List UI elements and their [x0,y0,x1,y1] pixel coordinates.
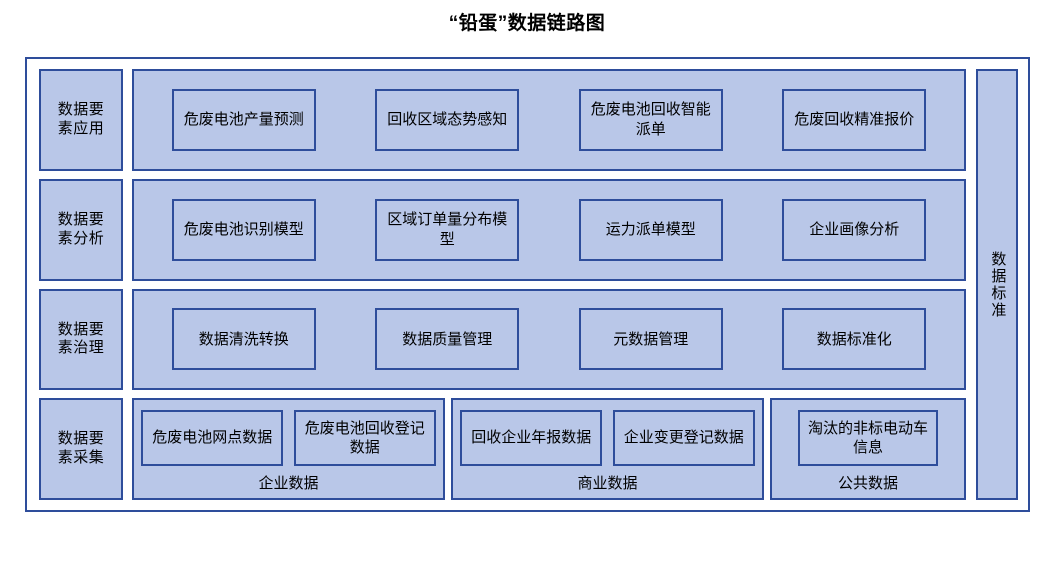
item-application-2[interactable]: 危废电池回收智能派单 [578,88,723,151]
layer-band-application: 危废电池产量预测 回收区域态势感知 危废电池回收智能派单 危废回收精准报价 [132,69,966,171]
item-governance-1[interactable]: 数据质量管理 [375,308,520,371]
layer-label-analysis[interactable]: 数据要素分析 [39,178,123,281]
item-analysis-3[interactable]: 企业画像分析 [782,198,927,261]
layer-label-application[interactable]: 数据要素应用 [39,69,123,171]
item-governance-3[interactable]: 数据标准化 [782,308,927,371]
layer-row-analysis: 数据要素分析 危废电池识别模型 区域订单量分布模型 运力派单模型 企业画像分析 [39,178,966,281]
collection-group-public-caption: 公共数据 [837,475,898,492]
item-application-0[interactable]: 危废电池产量预测 [171,88,316,151]
item-collection-commercial-0[interactable]: 回收企业年报数据 [460,410,603,467]
item-application-1[interactable]: 回收区域态势感知 [375,88,520,151]
item-collection-enterprise-1[interactable]: 危废电池回收登记数据 [293,410,436,467]
collection-group-commercial-caption: 商业数据 [577,475,638,492]
layers-column: 数据要素应用 危废电池产量预测 回收区域态势感知 危废电池回收智能派单 危废回收… [39,69,966,500]
standards-bar[interactable]: 数据标准 [976,69,1018,500]
layer-row-governance: 数据要素治理 数据清洗转换 数据质量管理 元数据管理 数据标准化 [39,288,966,391]
item-analysis-1[interactable]: 区域订单量分布模型 [375,198,520,261]
item-collection-commercial-1[interactable]: 企业变更登记数据 [612,410,755,467]
data-link-diagram: 数据要素应用 危废电池产量预测 回收区域态势感知 危废电池回收智能派单 危废回收… [25,57,1030,512]
collection-group-public-items: 淘汰的非标电动车信息 [778,406,958,470]
item-collection-enterprise-0[interactable]: 危废电池网点数据 [141,410,284,467]
item-analysis-2[interactable]: 运力派单模型 [578,198,723,261]
collection-group-enterprise-caption: 企业数据 [258,475,319,492]
layer-row-collection: 数据要素采集 危废电池网点数据 危废电池回收登记数据 企业数据 回收企业年报数据… [39,398,966,500]
collection-group-enterprise-items: 危废电池网点数据 危废电池回收登记数据 [140,406,437,470]
item-governance-2[interactable]: 元数据管理 [578,308,723,371]
item-application-3[interactable]: 危废回收精准报价 [782,88,927,151]
layer-label-analysis-text: 数据要素分析 [57,210,105,247]
collection-group-public: 淘汰的非标电动车信息 公共数据 [770,398,966,500]
layer-band-governance: 数据清洗转换 数据质量管理 元数据管理 数据标准化 [132,288,966,391]
layer-label-application-text: 数据要素应用 [57,101,105,137]
layer-label-collection[interactable]: 数据要素采集 [39,398,123,500]
layer-label-governance[interactable]: 数据要素治理 [39,288,123,391]
layer-band-analysis: 危废电池识别模型 区域订单量分布模型 运力派单模型 企业画像分析 [132,178,966,281]
standards-bar-label: 数据标准 [989,250,1007,319]
collection-group-commercial: 回收企业年报数据 企业变更登记数据 商业数据 [451,398,764,500]
item-governance-0[interactable]: 数据清洗转换 [171,308,316,371]
page-title: “铅蛋”数据链路图 [448,13,606,34]
collection-groups: 危废电池网点数据 危废电池回收登记数据 企业数据 回收企业年报数据 企业变更登记… [132,398,966,500]
collection-group-enterprise: 危废电池网点数据 危废电池回收登记数据 企业数据 [132,398,445,500]
layer-label-collection-text: 数据要素采集 [57,430,105,467]
collection-group-commercial-items: 回收企业年报数据 企业变更登记数据 [459,406,756,470]
layer-row-application: 数据要素应用 危废电池产量预测 回收区域态势感知 危废电池回收智能派单 危废回收… [39,69,966,171]
item-analysis-0[interactable]: 危废电池识别模型 [171,198,316,261]
item-collection-public-0[interactable]: 淘汰的非标电动车信息 [798,410,938,467]
layer-label-governance-text: 数据要素治理 [57,320,105,357]
